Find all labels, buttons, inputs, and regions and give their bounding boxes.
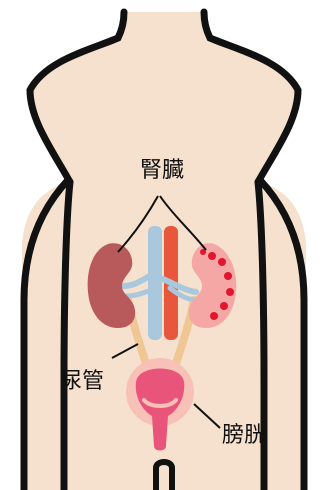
vena-cava	[148, 226, 162, 340]
bladder-label: 膀胱	[222, 425, 266, 447]
kidney-label: 腎臓	[140, 160, 184, 182]
ureter-label: 尿管	[60, 371, 104, 393]
